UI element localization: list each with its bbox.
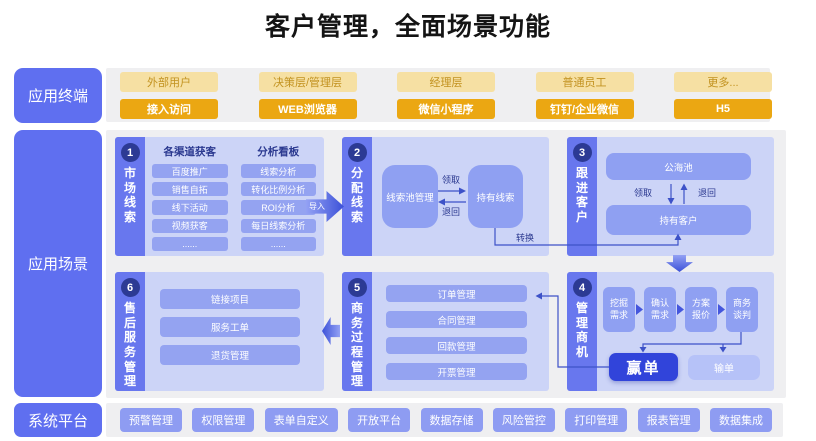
import-arrow-label: 导入 [309,202,325,211]
block2-strip: 2 分配线索 [342,137,372,256]
held-leads-box: 持有线索 [468,165,523,228]
role-pill: 外部用户 [120,71,218,92]
block6-items: 链接项目 服务工单 退货管理 [160,289,300,365]
block-market-leads: 1 市场线索 各渠道获客 百度推广 销售自拓 线下活动 视频获客 ...... … [115,137,324,256]
sidebar-label-platform: 系统平台 [14,403,102,437]
block3-number-badge: 3 [572,143,592,162]
channel-item: 销售自拓 [152,182,228,197]
win-order-box: 赢单 [609,353,678,381]
block1-title: 市场线索 [123,166,136,224]
app-pill: 钉钉/企业微信 [535,98,634,119]
held-customers-box: 持有客户 [606,205,751,235]
process-item: 开票管理 [386,363,527,380]
terminal-col-external: 外部用户 接入访问 [120,71,218,119]
analysis-item: 转化比例分析 [240,182,316,197]
platform-item: 报表管理 [637,408,700,432]
block6-title: 售后服务管理 [123,301,136,389]
terminal-col-decision: 决策层/管理层 WEB浏览器 [258,71,357,119]
process-item: 订单管理 [386,285,527,302]
channel-column-header: 各渠道获客 [163,146,217,158]
block4-title: 管理商机 [575,301,588,359]
lose-order-box: 输单 [688,355,760,380]
block-business-process: 5 商务过程管理 订单管理 合同管理 回款管理 开票管理 [342,272,549,391]
aftersales-item: 链接项目 [160,289,300,309]
block4-number-badge: 4 [572,278,592,297]
opportunity-steps: 挖掘需求 确认需求 方案报价 商务谈判 [603,287,758,332]
process-item: 回款管理 [386,337,527,354]
sidebar-label-scenario: 应用场景 [14,130,102,397]
page-title: 客户管理，全面场景功能 [264,13,551,41]
terminal-col-more: 更多... H5 [674,71,772,119]
role-pill: 决策层/管理层 [258,71,357,92]
return-label-block3: 退回 [697,188,716,198]
platform-item: 风险管控 [492,408,555,432]
block1-content: 各渠道获客 百度推广 销售自拓 线下活动 视频获客 ...... 分析看板 线索… [152,145,316,252]
block1-number-badge: 1 [120,143,140,162]
step-negotiate: 商务谈判 [726,287,758,332]
analysis-item: ...... [240,236,316,252]
block1-strip: 1 市场线索 [115,137,145,256]
channel-item: ...... [152,236,228,252]
analysis-column: 分析看板 线索分析 转化比例分析 ROI分析 每日线索分析 ...... [240,145,316,252]
block3-title: 跟进客户 [575,166,588,224]
channel-item: 线下活动 [152,200,228,215]
public-pool-box: 公海池 [606,153,751,180]
block6-number-badge: 6 [120,278,140,297]
app-pill: 接入访问 [120,98,218,119]
analysis-item: ROI分析 [240,200,316,215]
step-dig-needs: 挖掘需求 [603,287,635,332]
block5-items: 订单管理 合同管理 回款管理 开票管理 [386,285,527,380]
terminal-row: 外部用户 接入访问 决策层/管理层 WEB浏览器 经理层 微信小程序 普通员工 … [120,68,772,122]
app-pill: WEB浏览器 [258,98,357,119]
platform-item: 数据集成 [710,408,772,432]
convert-label: 转换 [515,233,534,243]
block5-strip: 5 商务过程管理 [342,272,372,391]
role-pill: 经理层 [397,71,495,92]
block6-strip: 6 售后服务管理 [115,272,145,391]
platform-item: 开放平台 [348,408,411,432]
analysis-column-header: 分析看板 [257,146,300,158]
platform-item: 表单自定义 [264,408,338,432]
return-label-block2: 退回 [441,207,460,217]
block-aftersales-service: 6 售后服务管理 链接项目 服务工单 退货管理 [115,272,324,391]
block5-number-badge: 5 [347,278,367,297]
analysis-item: 线索分析 [240,164,316,179]
terminal-col-staff: 普通员工 钉钉/企业微信 [535,71,634,119]
platform-item: 打印管理 [565,408,628,432]
aftersales-item: 退货管理 [160,345,300,365]
block-manage-opportunities: 4 管理商机 挖掘需求 确认需求 方案报价 商务谈判 赢单 输单 [567,272,774,391]
platform-row: 预警管理 权限管理 表单自定义 开放平台 数据存储 风险管控 打印管理 报表管理… [120,408,772,432]
block5-title: 商务过程管理 [350,301,363,389]
claim-label-block3: 领取 [633,188,652,198]
platform-item: 权限管理 [192,408,255,432]
channel-item: 百度推广 [152,164,228,179]
block2-number-badge: 2 [347,143,367,162]
channel-item: 视频获客 [152,218,228,233]
platform-item: 预警管理 [120,408,182,432]
block3-strip: 3 跟进客户 [567,137,597,256]
terminal-col-manager: 经理层 微信小程序 [397,71,495,119]
sidebar-label-terminal: 应用终端 [14,68,102,123]
block2-title: 分配线索 [350,166,363,224]
process-item: 合同管理 [386,311,527,328]
block4-strip: 4 管理商机 [567,272,597,391]
analysis-item: 每日线索分析 [240,218,316,233]
step-confirm-needs: 确认需求 [644,287,676,332]
role-pill: 普通员工 [535,71,634,92]
block-follow-customers: 3 跟进客户 公海池 持有客户 [567,137,774,256]
block-assign-leads: 2 分配线索 线索池管理 持有线索 [342,137,549,256]
lead-pool-box: 线索池管理 [382,165,438,228]
app-pill: H5 [674,98,772,119]
aftersales-item: 服务工单 [160,317,300,337]
role-pill: 更多... [674,71,772,92]
channel-column: 各渠道获客 百度推广 销售自拓 线下活动 视频获客 ...... [152,145,228,252]
step-quote: 方案报价 [685,287,717,332]
app-pill: 微信小程序 [397,98,495,119]
platform-item: 数据存储 [420,408,483,432]
claim-label-block2: 领取 [441,175,460,185]
